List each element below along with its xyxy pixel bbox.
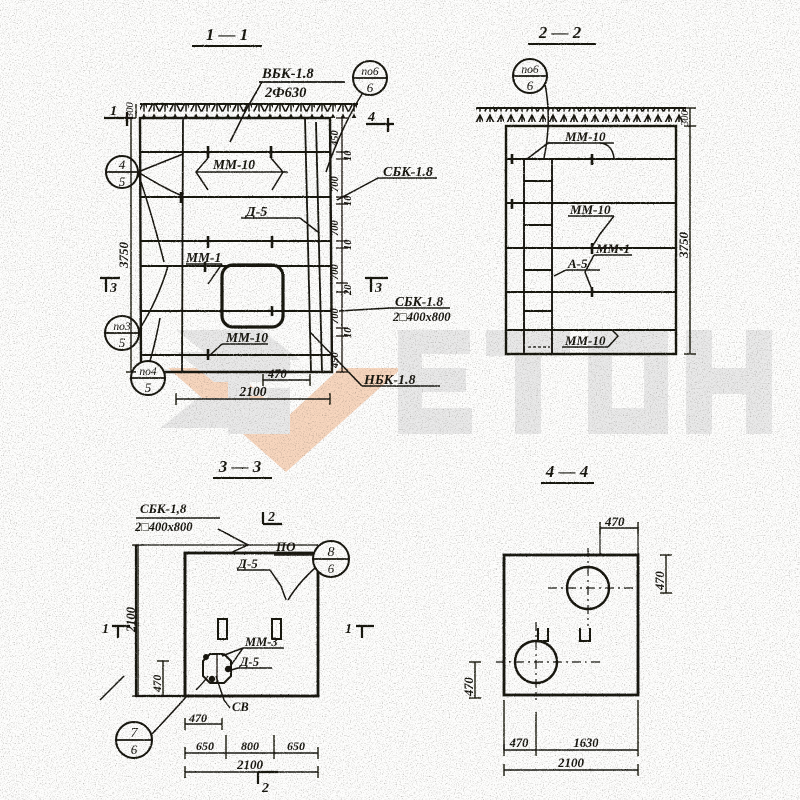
drawing-canvas: 1 — 1 <box>0 0 800 800</box>
scan-speckle <box>0 0 800 800</box>
drawing-sheet: 1 — 1 <box>0 0 800 800</box>
